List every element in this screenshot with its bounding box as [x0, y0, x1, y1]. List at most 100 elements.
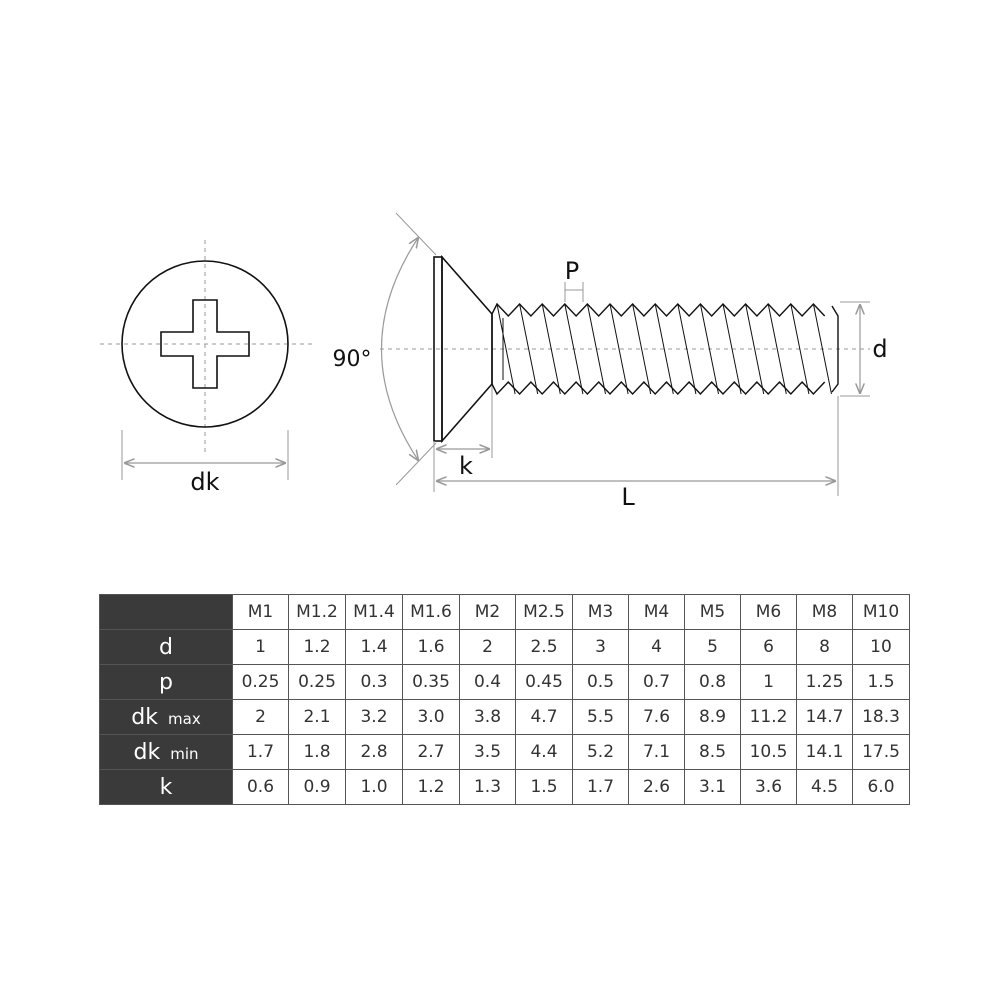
value-cell: 0.3 — [345, 664, 403, 700]
value-cell: 5.2 — [572, 734, 629, 770]
row-header: p — [99, 664, 233, 700]
value-cell: 2.1 — [288, 699, 346, 735]
value-cell: 1.7 — [572, 769, 629, 805]
value-cell: 0.25 — [232, 664, 289, 700]
value-cell: 1 — [232, 629, 289, 665]
value-cell: 17.5 — [852, 734, 910, 770]
value-cell: 8.9 — [684, 699, 741, 735]
value-cell: 14.1 — [796, 734, 853, 770]
size-header-cell: M1.6 — [402, 594, 460, 630]
screw-technical-drawing: dk 90° P d — [100, 212, 888, 511]
size-header-cell: M1 — [232, 594, 289, 630]
size-header-cell: M4 — [628, 594, 685, 630]
size-header-cell: M3 — [572, 594, 629, 630]
size-header-cell: M10 — [852, 594, 910, 630]
angle-label: 90° — [333, 347, 372, 372]
value-cell: 0.25 — [288, 664, 346, 700]
value-cell: 1.7 — [232, 734, 289, 770]
value-cell: 3.0 — [402, 699, 460, 735]
value-cell: 11.2 — [740, 699, 797, 735]
value-cell: 2.8 — [345, 734, 403, 770]
value-cell: 0.7 — [628, 664, 685, 700]
table-corner — [99, 594, 233, 630]
value-cell: 1.25 — [796, 664, 853, 700]
head-height-label: k — [459, 452, 473, 480]
value-cell: 0.5 — [572, 664, 629, 700]
size-header-cell: M2 — [459, 594, 516, 630]
value-cell: 4.5 — [796, 769, 853, 805]
row-label: d — [159, 634, 173, 660]
row-header: d — [99, 629, 233, 665]
row-label: dk — [131, 704, 159, 730]
value-cell: 1.2 — [288, 629, 346, 665]
value-cell: 1 — [740, 664, 797, 700]
value-cell: 2 — [232, 699, 289, 735]
value-cell: 3.2 — [345, 699, 403, 735]
value-cell: 3.6 — [740, 769, 797, 805]
size-header-cell: M1.2 — [288, 594, 346, 630]
size-header-cell: M2.5 — [515, 594, 573, 630]
value-cell: 5 — [684, 629, 741, 665]
length-label: L — [621, 483, 635, 511]
value-cell: 3.5 — [459, 734, 516, 770]
size-header-cell: M5 — [684, 594, 741, 630]
value-cell: 2.5 — [515, 629, 573, 665]
row-label: k — [159, 774, 173, 800]
value-cell: 1.5 — [515, 769, 573, 805]
row-header: k — [99, 769, 233, 805]
value-cell: 4 — [628, 629, 685, 665]
value-cell: 10.5 — [740, 734, 797, 770]
value-cell: 2 — [459, 629, 516, 665]
value-cell: 0.9 — [288, 769, 346, 805]
dk-label: dk — [190, 468, 219, 496]
row-sublabel: max — [168, 709, 201, 728]
value-cell: 3.8 — [459, 699, 516, 735]
value-cell: 3.1 — [684, 769, 741, 805]
value-cell: 8.5 — [684, 734, 741, 770]
value-cell: 3 — [572, 629, 629, 665]
size-header-cell: M6 — [740, 594, 797, 630]
value-cell: 8 — [796, 629, 853, 665]
size-header-cell: M8 — [796, 594, 853, 630]
value-cell: 1.2 — [402, 769, 460, 805]
value-cell: 7.6 — [628, 699, 685, 735]
value-cell: 1.4 — [345, 629, 403, 665]
value-cell: 2.6 — [628, 769, 685, 805]
value-cell: 7.1 — [628, 734, 685, 770]
value-cell: 1.0 — [345, 769, 403, 805]
screw-thread — [491, 302, 839, 396]
value-cell: 14.7 — [796, 699, 853, 735]
value-cell: 10 — [852, 629, 910, 665]
value-cell: 1.5 — [852, 664, 910, 700]
value-cell: 1.3 — [459, 769, 516, 805]
row-label: dk — [133, 739, 161, 765]
value-cell: 18.3 — [852, 699, 910, 735]
value-cell: 0.8 — [684, 664, 741, 700]
value-cell: 5.5 — [572, 699, 629, 735]
value-cell: 2.7 — [402, 734, 460, 770]
diameter-label: d — [872, 335, 887, 363]
head-top-view: dk — [100, 240, 312, 496]
row-label: p — [159, 669, 173, 695]
value-cell: 6 — [740, 629, 797, 665]
screw-side-view: 90° P d k L — [333, 212, 888, 511]
value-cell: 0.4 — [459, 664, 516, 700]
value-cell: 4.4 — [515, 734, 573, 770]
size-header-cell: M1.4 — [345, 594, 403, 630]
value-cell: 0.45 — [515, 664, 573, 700]
value-cell: 0.35 — [402, 664, 460, 700]
value-cell: 1.8 — [288, 734, 346, 770]
pitch-label: P — [565, 257, 579, 285]
value-cell: 4.7 — [515, 699, 573, 735]
value-cell: 0.6 — [232, 769, 289, 805]
angle-arc — [380, 238, 419, 460]
phillips-recess-icon — [160, 299, 250, 389]
